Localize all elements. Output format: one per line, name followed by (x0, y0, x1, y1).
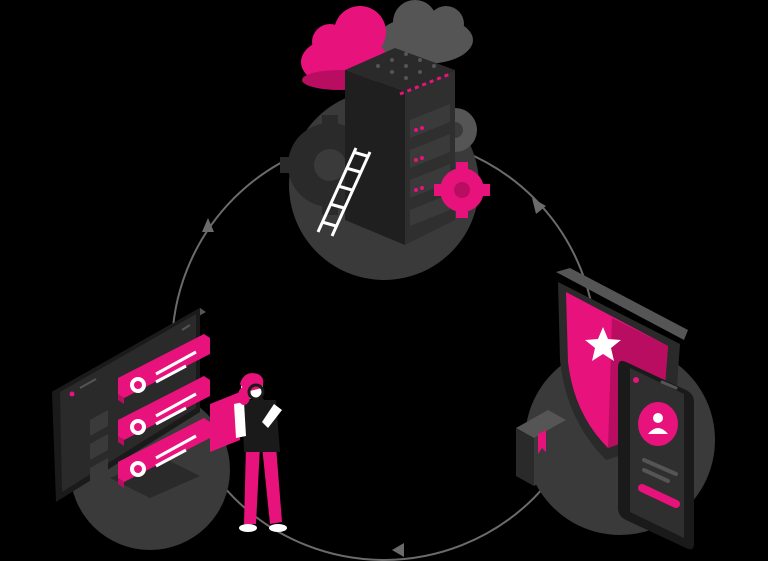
person-icon (234, 373, 287, 532)
security-mobile-cluster (516, 268, 715, 550)
gear-icon (434, 162, 490, 218)
user-card-icon (118, 376, 210, 446)
cycle-arrow-bottom (392, 543, 404, 557)
star-icon (585, 327, 621, 361)
user-card-icon (118, 418, 210, 488)
book-icon (516, 410, 566, 486)
server-cloud-cluster (280, 0, 490, 280)
server-rack-icon (345, 48, 455, 245)
ladder-icon (316, 147, 372, 237)
cycle-arrow-left (202, 218, 214, 232)
smartphone-icon (618, 360, 694, 550)
user-icon (648, 413, 668, 434)
cycle-arrow-right (532, 198, 546, 214)
user-card-icon (118, 334, 210, 404)
monitor-person-cluster (52, 308, 287, 550)
magnifier-icon (247, 383, 268, 407)
